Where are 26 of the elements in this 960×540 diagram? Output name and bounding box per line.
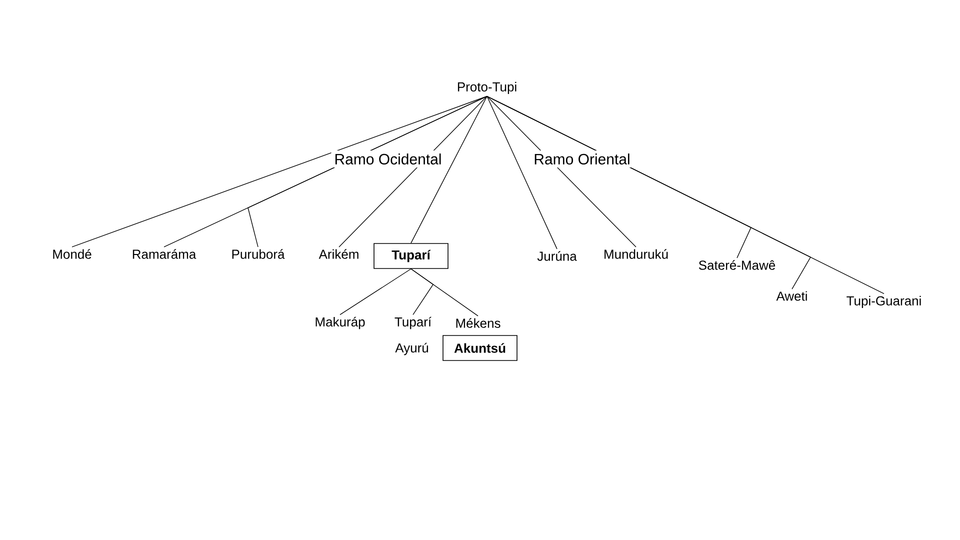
branch-label: Ramo Ocidental — [331, 150, 445, 168]
language-name: Ramaráma — [132, 249, 196, 259]
tree-line — [340, 268, 412, 316]
language-box: Tuparí — [374, 243, 448, 269]
language-name: Makuráp — [316, 316, 365, 330]
branch-label: Ramo Oriental — [530, 150, 634, 168]
language-name: Sateré-Mawê — [698, 260, 776, 270]
tree-line — [338, 96, 488, 248]
language-name: Mondé — [53, 249, 92, 259]
language-name: Proto-Tupi — [458, 82, 516, 94]
language-box: Akuntsú — [442, 335, 518, 361]
tree-line — [486, 96, 558, 250]
tree-line — [486, 96, 636, 248]
language-name: Ayurú — [392, 340, 432, 358]
tree-line — [72, 96, 488, 248]
language-name: Arikém — [318, 249, 358, 259]
language-name: Puruborá — [232, 249, 285, 259]
tree-line — [410, 96, 488, 244]
language-name: Tuparí — [394, 316, 432, 330]
language-name: Tupi-Guarani — [846, 296, 921, 308]
language-name: Aweti — [776, 291, 807, 301]
language-name: Mundurukú — [604, 249, 668, 259]
language-name: Mékens — [456, 318, 500, 328]
language-name: Jurúna — [537, 251, 577, 261]
tree-line — [410, 268, 478, 316]
tree-line — [486, 96, 884, 294]
